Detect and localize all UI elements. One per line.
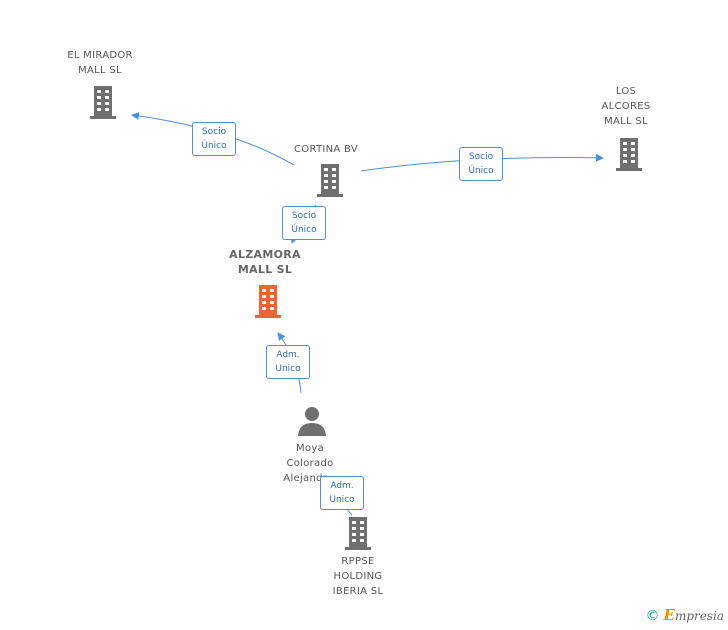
edge-badge-socio-unico[interactable]: Socio Único — [282, 206, 326, 240]
person-icon[interactable] — [296, 405, 328, 437]
node-label-el-mirador[interactable]: EL MIRADOR MALL SL — [67, 50, 133, 76]
edge-badge-socio-unico[interactable]: Socio Único — [192, 122, 236, 156]
node-label-cortina-bv[interactable]: CORTINA BV — [293, 144, 359, 155]
brand-name: mpresia — [674, 609, 724, 623]
node-label-los-alcores[interactable]: LOS ALCORES MALL SL — [601, 86, 651, 127]
copyright-icon: © — [645, 608, 660, 624]
building-icon[interactable] — [87, 84, 119, 120]
edge-badge-socio-unico[interactable]: Socio Único — [459, 147, 503, 181]
node-label-rppse[interactable]: RPPSE HOLDING IBERIA SL — [332, 556, 384, 597]
edge-badge-adm-unico[interactable]: Adm. Unico — [320, 476, 364, 510]
building-icon-main[interactable] — [252, 283, 284, 319]
node-label-alzamora-main[interactable]: ALZAMORA MALL SL — [229, 248, 301, 276]
brand-e: E — [663, 606, 675, 624]
building-icon[interactable] — [342, 515, 374, 551]
empresia-logo[interactable]: ©Empresia — [646, 606, 725, 624]
edge-badge-adm-unico[interactable]: Adm. Unico — [266, 345, 310, 379]
node-label-moya[interactable]: Moya Colorado Alejandr... — [283, 443, 337, 484]
building-icon[interactable] — [314, 162, 346, 198]
building-icon[interactable] — [613, 136, 645, 172]
